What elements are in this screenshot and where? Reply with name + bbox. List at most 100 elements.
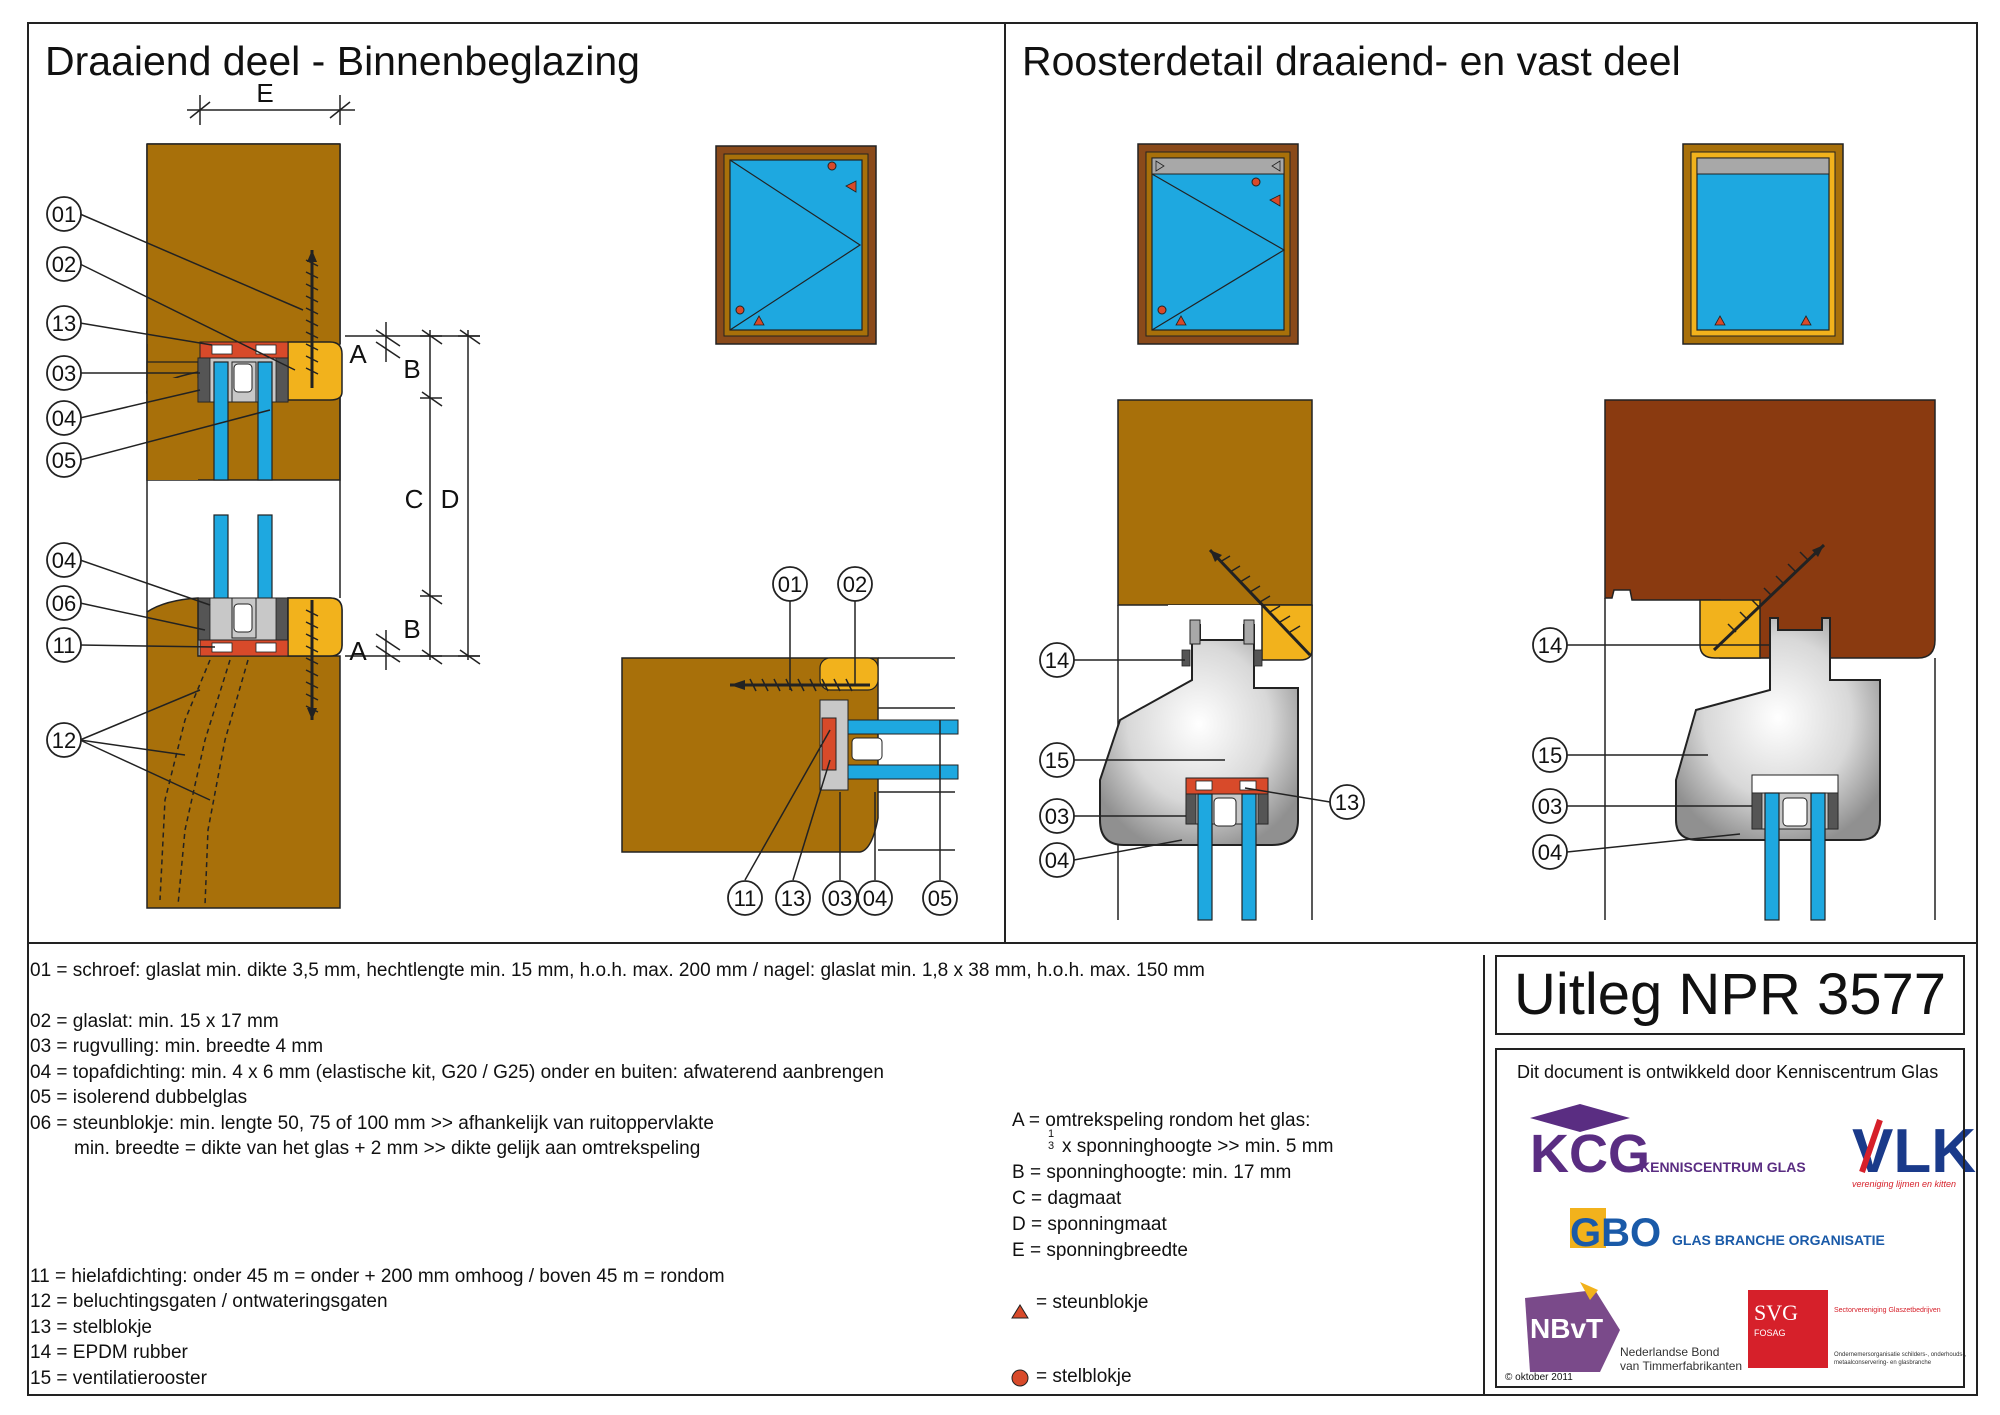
- legend: 01 = schroef: glaslat min. dikte 3,5 mm,…: [30, 958, 1205, 1391]
- legend-item-01: 01 = schroef: glaslat min. dikte 3,5 mm,…: [30, 960, 1205, 981]
- callout-13-r1: 13: [1335, 790, 1359, 815]
- legend-item-02: 02 = glaslat: min. 15 x 17 mm: [30, 1010, 279, 1032]
- legend-item-13: 13 = stelblokje: [30, 1316, 152, 1338]
- grille-section-2: [1604, 399, 1936, 921]
- grille-section-1: [1099, 399, 1313, 921]
- dim-c: C = dagmaat: [1012, 1188, 1122, 1209]
- callout-01: 01: [52, 202, 76, 227]
- dim-label-d: D: [441, 484, 460, 514]
- dim-b: B = sponninghoogte: min. 17 mm: [1012, 1162, 1292, 1183]
- callout-04-lower: 04: [52, 548, 76, 573]
- svg-text:Sectorvereniging Glaszetbedrij: Sectorvereniging Glaszetbedrijven: [1834, 1307, 1941, 1314]
- fraction-numerator: 1: [1048, 1128, 1055, 1140]
- callout-15-r1: 15: [1045, 748, 1069, 773]
- svg-fosag-logo: SVG FOSAG Sectorvereniging Glaszetbedrij…: [1748, 1290, 1966, 1368]
- callout-03-detail: 03: [828, 886, 852, 911]
- callout-05-detail: 05: [928, 886, 952, 911]
- dim-label-b-bottom: B: [403, 614, 420, 644]
- legend-item-05: 05 = isolerend dubbelglas: [30, 1087, 248, 1108]
- svg-text:SVG: SVG: [1754, 1300, 1798, 1325]
- symbol-steun-label: = steunblokje: [1036, 1292, 1149, 1313]
- callout-03-r1: 03: [1045, 804, 1069, 829]
- dimension-lines: [187, 95, 481, 670]
- svg-text:Ondernemersorganisatie schilde: Ondernemersorganisatie schilders-, onder…: [1834, 1352, 1966, 1358]
- callout-05: 05: [52, 448, 76, 473]
- drainage-hole-2: [177, 659, 231, 906]
- dim-e: E = sponningbreedte: [1012, 1240, 1188, 1261]
- legend-item-03: 03 = rugvulling: min. breedte 4 mm: [30, 1036, 324, 1057]
- legend-item-11: 11 = hielafdichting: onder 45 m = onder …: [30, 1265, 725, 1287]
- window-elevation-left: [715, 145, 877, 345]
- right-panel-title: Roosterdetail draaiend- en vast deel: [1022, 38, 1681, 84]
- callout-01-detail: 01: [778, 572, 802, 597]
- glazing-bead-upper: [287, 341, 343, 401]
- callout-04-r2: 04: [1538, 840, 1562, 865]
- callout-02: 02: [52, 252, 76, 277]
- developed-by-box: Dit document is ontwikkeld door Kennisce…: [1495, 1048, 1965, 1388]
- setting-block-symbol: [1011, 1369, 1029, 1387]
- legend-item-04: 04 = topafdichting: min. 4 x 6 mm (elast…: [30, 1061, 884, 1083]
- screw-lower: [305, 600, 319, 720]
- symbol-stel-label: = stelblokje: [1036, 1366, 1132, 1387]
- svg-text:GLAS BRANCHE ORGANISATIE: GLAS BRANCHE ORGANISATIE: [1672, 1232, 1885, 1248]
- callout-03-r2: 03: [1538, 794, 1562, 819]
- dim-a-sub: x sponninghoogte >> min. 5 mm: [1062, 1136, 1334, 1157]
- svg-text:KCG: KCG: [1530, 1124, 1650, 1184]
- npr-title: Uitleg NPR 3577: [1495, 955, 1965, 1035]
- svg-text:metaalconservering- en glasbra: metaalconservering- en glasbranche: [1834, 1360, 1932, 1366]
- callout-04: 04: [52, 406, 76, 431]
- copyright: © oktober 2011: [1505, 1372, 1573, 1383]
- callout-14-r2: 14: [1538, 633, 1562, 658]
- svg-text:van Timmerfabrikanten: van Timmerfabrikanten: [1620, 1359, 1742, 1373]
- callout-04-detail: 04: [863, 886, 887, 911]
- callout-03: 03: [52, 361, 76, 386]
- legend-item-14: 14 = EPDM rubber: [30, 1342, 188, 1363]
- glass-pane-upper-2: [257, 361, 273, 481]
- screw-upper: [305, 250, 319, 388]
- window-elevation-grille-1: [1137, 143, 1299, 345]
- callout-13: 13: [52, 311, 76, 336]
- callout-circles: [46, 196, 1568, 916]
- dim-label-b-top: B: [403, 354, 420, 384]
- legend-item-15: 15 = ventilatierooster: [30, 1367, 207, 1389]
- dim-d: D = sponningmaat: [1012, 1214, 1167, 1235]
- right-leader-lines: [1073, 644, 1770, 861]
- developed-by-text: Dit document is ontwikkeld door Kennisce…: [1517, 1062, 1939, 1082]
- callout-14-r1: 14: [1045, 648, 1069, 673]
- left-panel-title: Draaiend deel - Binnenbeglazing: [45, 38, 640, 84]
- callout-15-r2: 15: [1538, 743, 1562, 768]
- callout-12: 12: [52, 728, 76, 753]
- dim-label-e: E: [256, 78, 273, 108]
- kcg-logo: KCG KENNISCENTRUM GLAS: [1530, 1104, 1806, 1184]
- callout-02-detail: 02: [843, 572, 867, 597]
- svg-text:KENNISCENTRUM GLAS: KENNISCENTRUM GLAS: [1640, 1159, 1806, 1175]
- dim-label-a-bottom: A: [349, 636, 367, 666]
- callout-11-detail: 11: [734, 886, 757, 911]
- detail-section-small: [621, 600, 959, 881]
- callout-06: 06: [52, 591, 76, 616]
- svg-text:FOSAG: FOSAG: [1754, 1328, 1786, 1338]
- dim-label-c: C: [405, 484, 424, 514]
- callout-13-detail: 13: [781, 886, 805, 911]
- nbvt-logo: NBvT Nederlandse Bond van Timmerfabrikan…: [1525, 1282, 1742, 1373]
- legend-item-06: 06 = steunblokje: min. lengte 50, 75 of …: [30, 1112, 714, 1134]
- callout-04-r1: 04: [1045, 848, 1069, 873]
- svg-text:GBO: GBO: [1570, 1211, 1661, 1255]
- vlk-logo: VLK vereniging lijmen en kitten: [1852, 1115, 1976, 1189]
- svg-text:vereniging lijmen en kitten: vereniging lijmen en kitten: [1852, 1179, 1956, 1189]
- svg-text:VLK: VLK: [1852, 1117, 1976, 1186]
- legend-item-06-cont: min. breedte = dikte van het glas + 2 mm…: [74, 1138, 701, 1159]
- callout-11: 11: [53, 633, 76, 658]
- dim-a: A = omtrekspeling rondom het glas:: [1012, 1110, 1311, 1131]
- svg-text:NBvT: NBvT: [1530, 1313, 1603, 1344]
- fraction-denominator: 3: [1048, 1140, 1055, 1152]
- legend-item-12: 12 = beluchtingsgaten / ontwateringsgate…: [30, 1291, 388, 1312]
- dim-label-a-top: A: [349, 339, 367, 369]
- left-section-drawing: [79, 95, 481, 909]
- gbo-logo: GBO GLAS BRANCHE ORGANISATIE: [1570, 1208, 1885, 1255]
- drawing-frame: [27, 22, 1978, 1396]
